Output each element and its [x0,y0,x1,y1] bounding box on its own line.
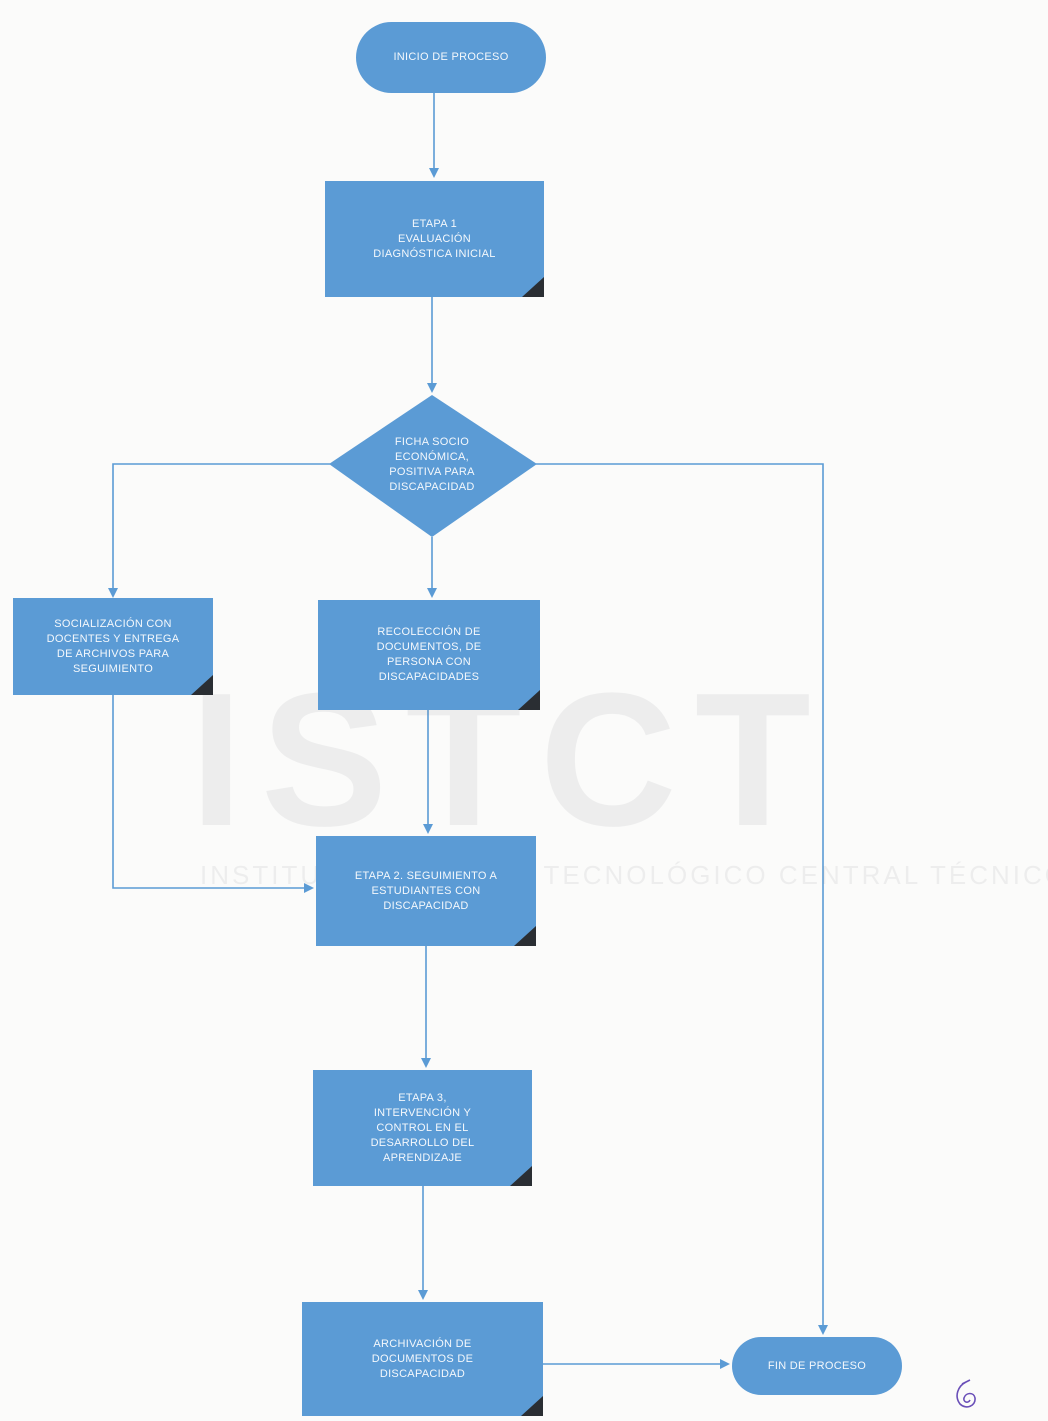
decision-diamond [329,395,537,537]
process-archivacion: ARCHIVACIÓN DE DOCUMENTOS DE DISCAPACIDA… [302,1302,543,1416]
process-etapa2: ETAPA 2. SEGUIMIENTO A ESTUDIANTES CON D… [316,836,536,946]
process-etapa3-label: ETAPA 3, INTERVENCIÓN Y CONTROL EN EL DE… [370,1091,475,1164]
end-node-label: FIN DE PROCESO [767,1359,867,1372]
process-etapa2-label: ETAPA 2. SEGUIMIENTO A ESTUDIANTES CON D… [354,869,498,912]
connector-decision-socializacion [108,463,330,598]
decision-label: FICHA SOCIO ECONÓMICA, POSITIVA PARA DIS… [352,420,512,510]
process-socializacion: SOCIALIZACIÓN CON DOCENTES Y ENTREGA DE … [13,598,213,695]
connector-decision-fin [536,463,828,1335]
decision-label-text: FICHA SOCIO ECONÓMICA, POSITIVA PARA DIS… [389,436,475,493]
connector-socializacion-etapa2 [112,695,314,893]
process-etapa3: ETAPA 3, INTERVENCIÓN Y CONTROL EN EL DE… [313,1070,532,1186]
end-node: FIN DE PROCESO [732,1337,902,1395]
start-node-label: INICIO DE PROCESO [393,51,509,63]
process-etapa1-label: ETAPA 1 EVALUACIÓN DIAGNÓSTICA INICIAL [373,217,496,260]
process-recoleccion: RECOLECCIÓN DE DOCUMENTOS, DE PERSONA CO… [318,600,540,710]
process-archivacion-label: ARCHIVACIÓN DE DOCUMENTOS DE DISCAPACIDA… [371,1337,474,1380]
process-recoleccion-label: RECOLECCIÓN DE DOCUMENTOS, DE PERSONA CO… [376,626,482,683]
process-socializacion-label: SOCIALIZACIÓN CON DOCENTES Y ENTREGA DE … [46,617,180,675]
handwritten-initial-mark [956,1379,976,1408]
start-node: INICIO DE PROCESO [356,22,546,93]
process-etapa1: ETAPA 1 EVALUACIÓN DIAGNÓSTICA INICIAL [325,181,544,297]
